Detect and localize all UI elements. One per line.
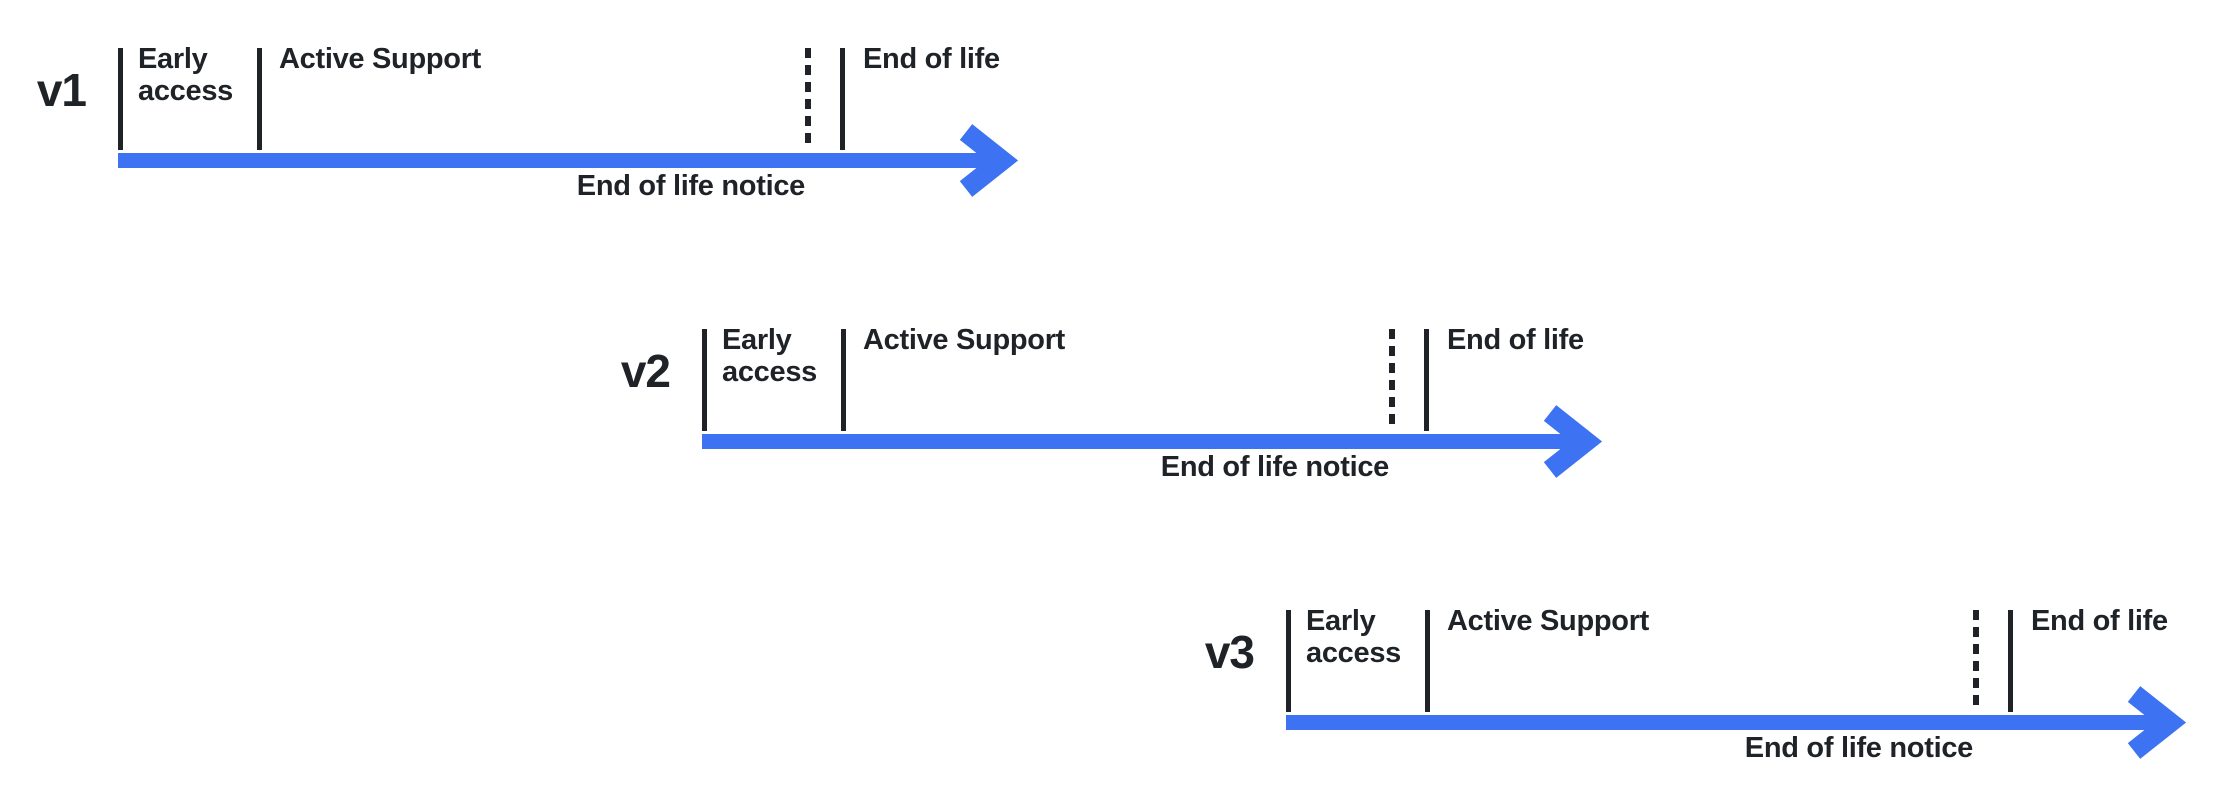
active-support-start-tick (1425, 610, 1430, 712)
timeline-v1: v1 Early access Active Support End of li… (37, 43, 1118, 218)
arrow-right-icon (960, 124, 1019, 197)
eol-notice-dashed-line (805, 48, 811, 150)
end-of-life-tick (2008, 610, 2013, 712)
timeline-v3: v3 Early access Active Support End of li… (1205, 605, 2228, 780)
active-support-label: Active Support (279, 43, 482, 75)
eol-notice-dashed-line (1973, 610, 1979, 712)
arrow-right-icon (1544, 405, 1603, 478)
end-of-life-label: End of life (1447, 324, 1584, 356)
eol-notice-dashed-line (1389, 329, 1395, 431)
end-of-life-tick (840, 48, 845, 150)
active-support-start-tick (841, 329, 846, 431)
arrow-right-icon (2128, 686, 2187, 759)
early-access-start-tick (702, 329, 707, 431)
early-access-label: Early access (1306, 605, 1401, 669)
timeline-arrow-bar (1286, 715, 2156, 730)
end-of-life-label: End of life (2031, 605, 2168, 637)
early-access-label: Early access (138, 43, 233, 107)
early-access-label: Early access (722, 324, 817, 388)
end-of-life-notice-label: End of life notice (1744, 732, 1974, 764)
end-of-life-notice-label: End of life notice (1160, 451, 1390, 483)
early-access-start-tick (118, 48, 123, 150)
end-of-life-tick (1424, 329, 1429, 431)
version-label: v1 (36, 64, 87, 116)
active-support-label: Active Support (863, 324, 1066, 356)
timeline-arrow-bar (702, 434, 1572, 449)
active-support-start-tick (257, 48, 262, 150)
timeline-arrow-bar (118, 153, 988, 168)
end-of-life-notice-label: End of life notice (576, 170, 806, 202)
timeline-v2: v2 Early access Active Support End of li… (621, 324, 1702, 499)
active-support-label: Active Support (1447, 605, 1650, 637)
end-of-life-label: End of life (863, 43, 1000, 75)
version-label: v3 (1204, 626, 1255, 678)
version-label: v2 (620, 345, 671, 397)
early-access-start-tick (1286, 610, 1291, 712)
